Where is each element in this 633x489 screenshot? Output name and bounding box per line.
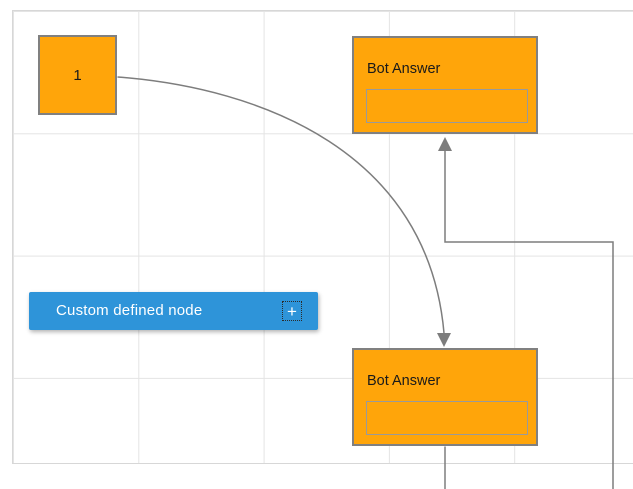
node-title: Bot Answer <box>367 61 441 77</box>
orthogonal-connector-arrowhead-up <box>438 137 452 151</box>
bezier-connector[interactable] <box>117 76 445 334</box>
node-start[interactable]: 1 <box>38 35 117 115</box>
add-node-button[interactable]: + <box>282 301 302 321</box>
node-custom-defined[interactable]: Custom defined node + <box>29 292 318 330</box>
orthogonal-connector[interactable] <box>444 150 614 489</box>
plus-icon: + <box>287 301 297 321</box>
node-title: Bot Answer <box>367 373 441 389</box>
bezier-connector-arrowhead-down <box>437 333 451 347</box>
node-label: Custom defined node <box>56 302 203 319</box>
node-bot-answer-bottom[interactable]: Bot Answer <box>352 348 538 446</box>
node-bot-answer-top[interactable]: Bot Answer <box>352 36 538 134</box>
bot-answer-input[interactable] <box>366 401 528 435</box>
bot-answer-input[interactable] <box>366 89 528 123</box>
